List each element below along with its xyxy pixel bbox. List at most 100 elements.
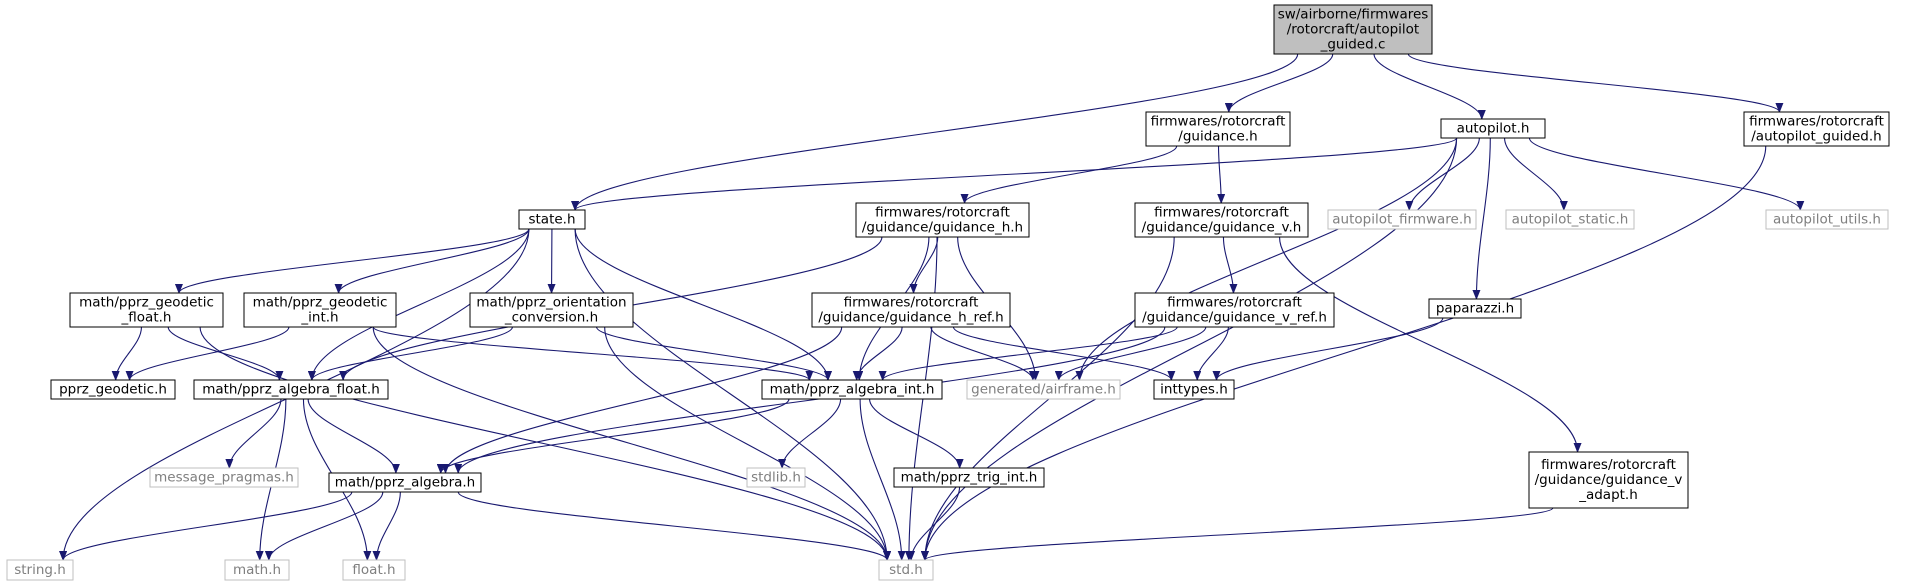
edges-layer (59, 53, 1805, 561)
node-root[interactable]: sw/airborne/firmwares/rotorcraft/autopil… (1273, 4, 1433, 55)
node-label: generated/airframe.h (971, 382, 1116, 398)
node-box (50, 379, 176, 400)
node-box (469, 292, 634, 328)
node-label: float.h (352, 562, 395, 578)
edge-guidance_v_ref-to-algebra_int (878, 326, 1178, 381)
node-label: math/pprz_geodetic (253, 295, 388, 311)
edge-guidance_v_ref-to-algebra (454, 326, 1166, 474)
node-label: math/pprz_algebra.h (335, 475, 475, 491)
node-autopilot-utils: autopilot_utils.h (1765, 209, 1889, 230)
node-geodetic-float[interactable]: math/pprz_geodetic_float.h (69, 292, 224, 328)
node-label: firmwares/rotorcraft (875, 205, 1010, 221)
edge-guidance_v_ref-to-inttypes (1193, 326, 1229, 381)
edge-state_h-to-geodetic_int (334, 228, 530, 294)
node-box (6, 559, 74, 581)
node-box (1440, 118, 1546, 139)
node-label: math.h (233, 562, 281, 578)
node-label: math/pprz_trig_int.h (901, 470, 1038, 486)
node-label: firmwares/rotorcraft (1151, 114, 1286, 130)
node-label: math/pprz_algebra_float.h (202, 382, 380, 398)
node-pprz-geodetic[interactable]: pprz_geodetic.h (50, 379, 176, 400)
edge-algebra-to-math_h (264, 491, 384, 561)
edge-algebra_float-to-algebra (307, 398, 400, 474)
node-algebra[interactable]: math/pprz_algebra.h (328, 472, 482, 493)
node-label: /rotorcraft/autopilot (1287, 22, 1419, 38)
node-box (328, 472, 482, 493)
node-autopilot-h[interactable]: autopilot.h (1440, 118, 1546, 139)
node-stdlib: stdlib.h (746, 467, 806, 488)
node-label: inttypes.h (1160, 382, 1228, 398)
node-box (1765, 209, 1889, 230)
node-label: /guidance/guidance_h.h (862, 220, 1023, 236)
edge-guidance_h_ref-to-inttypes (952, 326, 1176, 381)
node-label: _int.h (300, 310, 338, 326)
node-box (1273, 4, 1433, 55)
node-autopilot-guided-h[interactable]: firmwares/rotorcraft/autopilot_guided.h (1743, 111, 1890, 147)
node-label: /guidance/guidance_h_ref.h (818, 310, 1003, 326)
edge-autopilot_h-to-state_h (571, 137, 1458, 211)
node-geodetic-int[interactable]: math/pprz_geodetic_int.h (243, 292, 397, 328)
edge-guidance_h_ref-to-airframe (930, 326, 1037, 381)
node-orientation[interactable]: math/pprz_orientation_conversion.h (469, 292, 634, 328)
edge-guidance_h_file-to-guidance_vh (1217, 145, 1226, 204)
node-box (243, 292, 397, 328)
node-label: _conversion.h (504, 310, 598, 326)
node-state-h[interactable]: state.h (518, 209, 586, 230)
node-algebra-int[interactable]: math/pprz_algebra_int.h (761, 379, 943, 400)
edge-trig_int-to-std_h (907, 486, 961, 561)
edge-state_h-to-std_h (574, 228, 892, 561)
node-algebra-float[interactable]: math/pprz_algebra_float.h (193, 379, 389, 400)
node-box (1153, 379, 1235, 400)
node-label: /guidance/guidance_v_ref.h (1142, 310, 1327, 326)
edge-algebra-to-string_h (59, 491, 353, 561)
edge-state_h-to-algebra_float (307, 228, 530, 381)
edge-autopilot_h-to-autopilot_static (1504, 137, 1568, 211)
node-box (193, 379, 389, 400)
node-message-pragmas: message_pragmas.h (149, 467, 299, 488)
node-guidance-h-ref[interactable]: firmwares/rotorcraft/guidance/guidance_h… (811, 292, 1011, 328)
node-label: pprz_geodetic.h (59, 382, 167, 398)
node-box (761, 379, 943, 400)
node-box (149, 467, 299, 488)
node-math-h: math.h (224, 559, 290, 581)
node-guidance-h-file[interactable]: firmwares/rotorcraft/guidance.h (1145, 111, 1291, 147)
node-autopilot-firmware: autopilot_firmware.h (1327, 209, 1477, 230)
node-guidance-v-ref[interactable]: firmwares/rotorcraft/guidance/guidance_v… (1134, 292, 1335, 328)
edge-root-to-autopilot_guided_h (1407, 53, 1784, 113)
node-string-h: string.h (6, 559, 74, 581)
node-label: std.h (889, 562, 923, 578)
edge-guidance_h_ref-to-algebra (441, 326, 843, 474)
edge-orientation-to-algebra_int (596, 326, 832, 381)
node-trig-int[interactable]: math/pprz_trig_int.h (893, 467, 1045, 488)
node-airframe: generated/airframe.h (966, 379, 1121, 400)
node-label: math/pprz_algebra_int.h (770, 382, 935, 398)
node-box (1145, 111, 1291, 147)
node-label: autopilot.h (1457, 121, 1530, 137)
node-label: _guided.c (1320, 37, 1386, 53)
node-std-h: std.h (878, 559, 934, 581)
node-guidance-vh[interactable]: firmwares/rotorcraft/guidance/guidance_v… (1134, 202, 1309, 238)
node-label: _float.h (121, 310, 172, 326)
node-inttypes[interactable]: inttypes.h (1153, 379, 1235, 400)
node-guidance-v-adapt[interactable]: firmwares/rotorcraft/guidance/guidance_v… (1528, 451, 1689, 509)
node-label: stdlib.h (751, 470, 801, 486)
node-float-h: float.h (342, 559, 406, 581)
edge-guidance_v_ref-to-airframe (1054, 326, 1207, 381)
node-paparazzi[interactable]: paparazzi.h (1428, 298, 1522, 319)
edge-root-to-guidance_h_file (1224, 53, 1334, 113)
node-label: autopilot_firmware.h (1332, 212, 1471, 228)
edge-algebra_int-to-stdlib (778, 398, 842, 469)
edge-guidance_h_file-to-guidance_hh (960, 145, 1178, 204)
edge-algebra_int-to-std_h (859, 398, 906, 561)
node-guidance-hh[interactable]: firmwares/rotorcraft/guidance/guidance_h… (855, 202, 1030, 238)
edge-state_h-to-algebra_int (574, 228, 832, 381)
edge-orientation-to-std_h (604, 326, 892, 561)
node-box (224, 559, 290, 581)
edge-guidance_h_ref-to-algebra_int (852, 326, 903, 381)
node-autopilot-static: autopilot_static.h (1505, 209, 1635, 230)
edge-algebra_int-to-algebra (436, 398, 790, 474)
node-box (855, 202, 1030, 238)
node-label: firmwares/rotorcraft (1749, 114, 1884, 130)
edge-algebra-to-float_h (372, 491, 401, 561)
